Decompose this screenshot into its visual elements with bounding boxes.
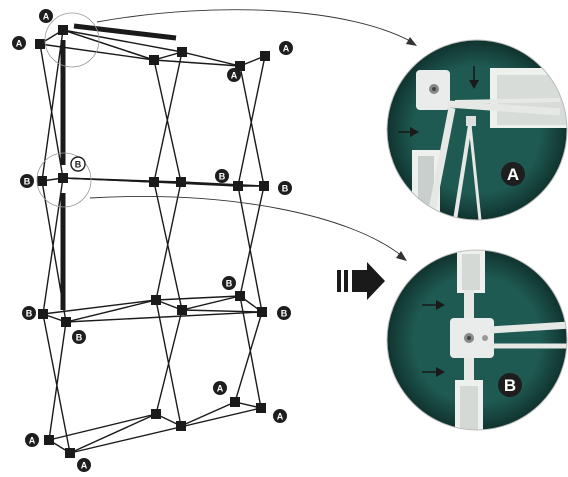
leader-a-arrowhead-icon [406,37,417,46]
frame-badge-b-11: B [277,306,291,320]
frame-badge-a-0: A [39,9,53,23]
frame-badge-b-7: B [278,181,292,195]
frame-badge-label: A [283,44,290,54]
zoom-circle-a [44,12,100,68]
frame-badge-b-4: B [20,174,34,188]
frame-badge-label: A [81,461,88,471]
pop-up-frame [39,29,266,454]
frame-badge-b-6: B [215,169,229,183]
leader-b-arrowhead-icon [396,251,407,261]
frame-badge-label: B [24,177,31,187]
hub-nodes [35,25,270,458]
leader-lines [89,9,417,261]
frame-badge-label: A [29,436,36,446]
frame-badge-label: A [43,12,50,22]
frame-badge-a-14: A [25,433,39,447]
top-header-bar [73,23,177,41]
frame-badge-a-13: A [273,409,287,423]
thick-bars [60,23,177,310]
frame-badge-b-5: B [70,156,86,172]
frame-badge-label: B [219,172,226,182]
frame-badge-b-10: B [222,276,236,290]
leader-a [96,9,413,43]
photo-b: B [386,249,568,431]
frame-badge-a-3: A [227,68,241,82]
frame-badge-label: A [16,39,23,49]
frame-badge-label: B [26,309,33,319]
photo-b-label: B [504,376,516,395]
photo-a: A [386,39,568,221]
leader-b [89,196,403,257]
frame-badge-b-8: B [22,306,36,320]
small-arrow-icon [469,66,479,89]
photo-a-badge: A [501,162,525,186]
frame-badge-a-2: A [279,41,293,55]
frame-badge-a-1: A [12,36,26,50]
zoom-circles [36,12,100,208]
frame-badges: A A A A B B B B B B B B A A A A [12,9,293,472]
big-right-arrow-icon [337,262,385,300]
frame-badge-label: B [76,333,83,343]
photo-a-label: A [507,165,519,184]
frame-badge-label: A [217,384,224,394]
frame-badge-a-12: A [213,381,227,395]
frame-badge-label: B [75,160,82,170]
frame-badge-label: A [277,412,284,422]
frame-badge-label: B [281,309,288,319]
frame-badge-a-15: A [77,458,91,472]
small-arrow-icon [398,127,419,137]
photo-b-badge: B [498,373,522,397]
frame-badge-label: B [226,279,233,289]
frame-badge-b-9: B [72,330,86,344]
frame-badge-label: B [282,184,289,194]
zoom-circle-b [36,152,92,208]
small-arrow-icon [422,300,445,310]
small-arrow-icon [422,367,445,377]
frame-badge-label: A [231,71,238,81]
